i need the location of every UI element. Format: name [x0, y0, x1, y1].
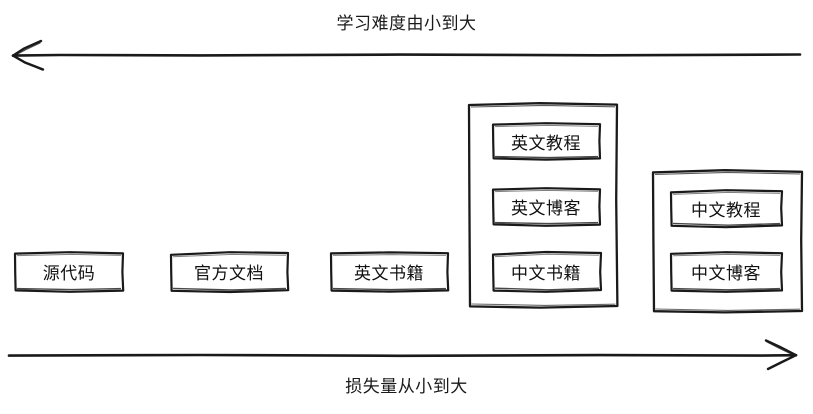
node-official-docs[interactable]: 官方文档: [194, 264, 264, 284]
box-shape-english-blog: [491, 187, 602, 227]
difficulty-axis-arrow: [11, 39, 802, 71]
node-chinese-books[interactable]: 中文书籍: [511, 263, 581, 284]
box-shape-english-tutorial: [491, 122, 602, 161]
node-english-books[interactable]: 英文书籍: [354, 264, 424, 284]
box-shape-chinese-tutorial: [669, 189, 784, 229]
box-shape-source-code: [13, 251, 125, 293]
node-english-blog[interactable]: 英文博客: [511, 199, 581, 219]
box-shape-chinese-books: [491, 250, 603, 293]
node-chinese-blog[interactable]: 中文博客: [691, 263, 761, 284]
box-shape-english-books: [329, 251, 450, 293]
node-source-code[interactable]: 源代码: [42, 264, 96, 284]
loss-axis-arrow: [7, 339, 798, 371]
node-english-tutorial[interactable]: 英文教程: [511, 133, 581, 154]
loss-axis-label: 损失量从小到大: [345, 377, 468, 397]
box-shape-official-docs: [169, 251, 290, 294]
box-shape-chinese-blog: [669, 251, 784, 293]
difficulty-axis-label: 学习难度由小到大: [336, 14, 477, 34]
node-chinese-tutorial[interactable]: 中文教程: [691, 200, 761, 221]
